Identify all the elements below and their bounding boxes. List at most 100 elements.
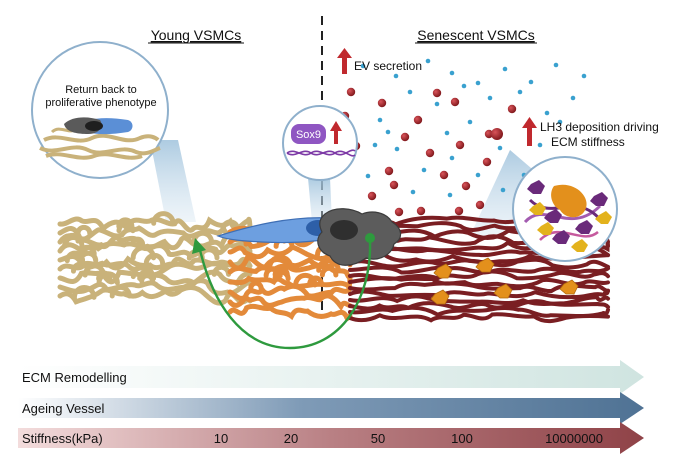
zoom-circle-proliferative-content	[39, 117, 161, 160]
ev-red-dot	[413, 115, 423, 125]
ev-red-dot	[454, 206, 464, 216]
lh3-label-line2: ECM stiffness	[551, 135, 625, 149]
ev-blue-dot	[570, 95, 576, 101]
ev-blue-dot	[421, 167, 427, 173]
ecm-fiber	[227, 262, 353, 280]
ecm-fiber	[348, 276, 610, 289]
ecm-fiber	[227, 292, 353, 312]
ev-blue-dot	[502, 66, 508, 72]
ecm-fiber	[348, 312, 610, 324]
zoom-cone-middle	[308, 178, 332, 222]
sox9-up-arrow-icon	[330, 121, 342, 144]
ecm-fiber-loop	[267, 254, 294, 271]
ecm-fiber	[348, 281, 610, 294]
ev-blue-dot	[385, 129, 391, 135]
ev-red-dot	[425, 148, 435, 158]
ev-blue-dot	[500, 187, 506, 193]
ev-blue-dot	[447, 192, 453, 198]
zoom-cone-left	[150, 140, 196, 222]
senescent-vsmc-nucleus	[330, 220, 358, 240]
ecm-fiber-loop	[109, 284, 132, 299]
ecm-fiber-loop	[75, 224, 93, 236]
ev-blue-dot	[360, 63, 366, 69]
header-young-vsmcs: Young VSMCs	[151, 27, 242, 43]
ev-red-dot	[482, 157, 492, 167]
ecm-remodelling-label: ECM Remodelling	[22, 370, 127, 385]
green-arrowhead-icon	[192, 238, 206, 254]
ev-red-dot	[389, 180, 399, 190]
ev-blue-dot	[372, 142, 378, 148]
ecm-fiber-loop	[248, 280, 264, 291]
young-ecm-fibers	[57, 211, 253, 306]
lh3-deposits	[430, 257, 579, 305]
sox9-badge	[291, 124, 326, 144]
ev-red-dot	[450, 97, 460, 107]
ev-blue-dot	[394, 146, 400, 152]
ecm-fiber	[57, 241, 253, 259]
zoom-circle-proliferative	[31, 41, 169, 179]
stiffness-tick: 100	[451, 431, 473, 446]
sox9-label: Sox9	[296, 129, 321, 141]
ev-blue-dot	[475, 80, 481, 86]
ev-blue-dot	[410, 189, 416, 195]
ev-red-dot	[484, 129, 494, 139]
ev-blue-dot	[449, 155, 455, 161]
zoom-circle-lh3-content	[523, 180, 612, 252]
ecm-fiber-loop	[191, 230, 215, 245]
stiffness-tick: 10000000	[545, 431, 603, 446]
ev-red-dot	[367, 191, 377, 201]
stiffness-tick: 20	[284, 431, 298, 446]
dna-strand	[286, 149, 356, 157]
header-senescent-vsmcs: Senescent VSMCs	[417, 27, 535, 43]
ev-blue-dot	[425, 58, 431, 64]
ev-blue-dot	[444, 130, 450, 136]
ev-blue-dot	[365, 173, 371, 179]
ev-red-dot	[439, 170, 449, 180]
ecm-fiber-loop	[116, 221, 136, 234]
ev-red-dot	[384, 166, 394, 176]
stiffness-tick: 10	[214, 431, 228, 446]
ev-blue-dot	[449, 70, 455, 76]
ev-blue-dot	[544, 110, 550, 116]
ecm-remodelling-bar	[18, 360, 644, 394]
stiffness-tick: 50	[371, 431, 385, 446]
ecm-fiber-loop	[293, 272, 318, 288]
ev-blue-dot	[517, 89, 523, 95]
ev-red-dot-large	[491, 128, 503, 140]
ageing-vessel-bar	[18, 392, 644, 424]
ecm-fiber-loop	[319, 265, 339, 278]
ecm-fiber	[348, 294, 610, 306]
ev-blue-dot	[497, 145, 503, 151]
ev-red-dot	[475, 200, 485, 210]
ev-blue-dot	[553, 62, 559, 68]
ev-red-dot	[400, 132, 410, 142]
ev-red-dot	[377, 98, 387, 108]
ev-blue-dot	[528, 79, 534, 85]
ecm-fiber-loop	[151, 211, 176, 226]
ecm-fiber-loop	[130, 264, 155, 280]
ev-red-dot	[507, 104, 517, 114]
ev-blue-dot	[467, 119, 473, 125]
ev-blue-dot	[434, 101, 440, 107]
ev-secretion-label: EV secretion	[354, 59, 422, 73]
ev-red-dot	[416, 206, 426, 216]
ev-blue-dot	[407, 89, 413, 95]
ecm-fiber	[348, 299, 610, 311]
stiffness-label: Stiffness(kPa)	[22, 431, 103, 446]
ecm-fiber	[57, 278, 253, 296]
ecm-fiber-loop	[130, 245, 157, 261]
ev-blue-dot	[461, 83, 467, 89]
ev-blue-dot	[557, 119, 563, 125]
ecm-fiber-loop	[130, 236, 146, 247]
ev-blue-dot	[487, 95, 493, 101]
ecm-fiber	[227, 303, 353, 321]
ageing-vessel-label: Ageing Vessel	[22, 401, 105, 416]
ev-blue-dot	[475, 172, 481, 178]
return-text-line1: Return back to	[65, 84, 137, 96]
ecm-fiber	[348, 305, 610, 319]
stiffness-bar	[18, 422, 644, 454]
lh3-up-arrow-icon	[522, 117, 537, 146]
ev-blue-dot	[537, 142, 543, 148]
ecm-fiber-loop	[64, 232, 81, 244]
ev-red-dot	[346, 87, 356, 97]
